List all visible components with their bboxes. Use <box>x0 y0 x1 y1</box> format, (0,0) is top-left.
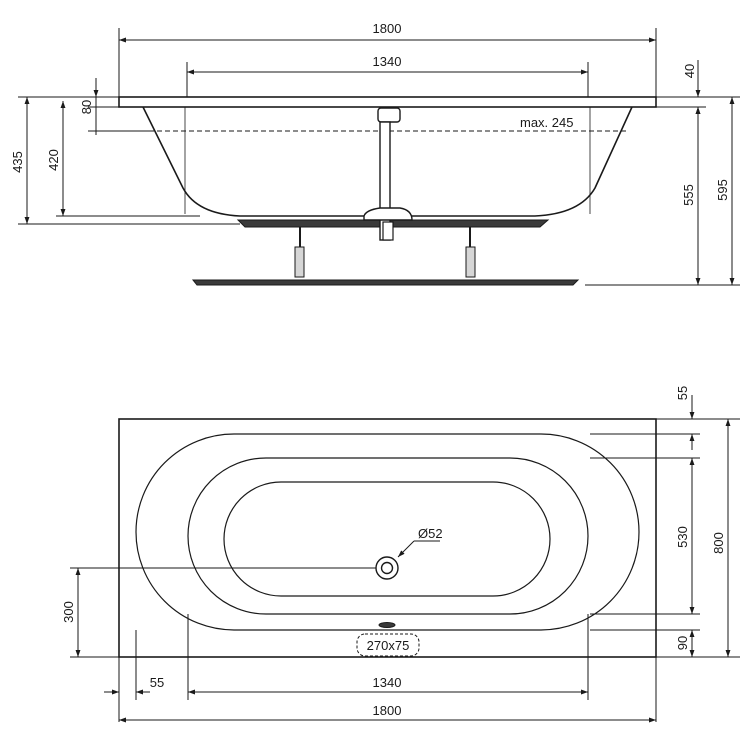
side-dim-435: 435 <box>10 151 25 173</box>
top-dim-total-length: 1800 <box>373 703 402 718</box>
tub-rim <box>118 96 657 108</box>
top-dim-drain: Ø52 <box>418 526 443 541</box>
leg-right <box>465 246 476 278</box>
top-dim-panel-cutout: 270x75 <box>367 638 410 653</box>
top-dim-800: 800 <box>711 532 726 554</box>
top-dim-inner-length: 1340 <box>373 675 402 690</box>
top-dim-530: 530 <box>675 526 690 548</box>
side-dim-rim: 40 <box>682 64 697 78</box>
side-view <box>18 28 740 286</box>
top-dim-55-left: 55 <box>150 675 164 690</box>
drain-outer <box>375 556 399 580</box>
tub-floor <box>223 481 551 597</box>
side-dim-max-water: max. 245 <box>520 115 573 130</box>
leg-left <box>294 246 305 278</box>
side-dim-555: 555 <box>681 184 696 206</box>
side-dim-420: 420 <box>46 149 61 171</box>
top-dim-55-top: 55 <box>675 386 690 400</box>
side-dim-inner-length: 1340 <box>373 54 402 69</box>
side-dim-80: 80 <box>79 100 94 114</box>
side-dim-595: 595 <box>715 179 730 201</box>
panel-cutout-box <box>356 633 420 657</box>
top-view <box>70 395 740 723</box>
tub-basin <box>187 457 589 615</box>
tub-outline-top <box>118 418 657 658</box>
drain-inner <box>380 561 394 575</box>
floor-plate <box>191 279 580 286</box>
top-dim-90: 90 <box>675 636 690 650</box>
side-dim-total-length: 1800 <box>373 21 402 36</box>
tub-rim-inner <box>135 433 640 631</box>
overflow-drain-pipe <box>363 107 413 241</box>
overflow-marker <box>378 622 396 628</box>
top-dim-300: 300 <box>61 601 76 623</box>
